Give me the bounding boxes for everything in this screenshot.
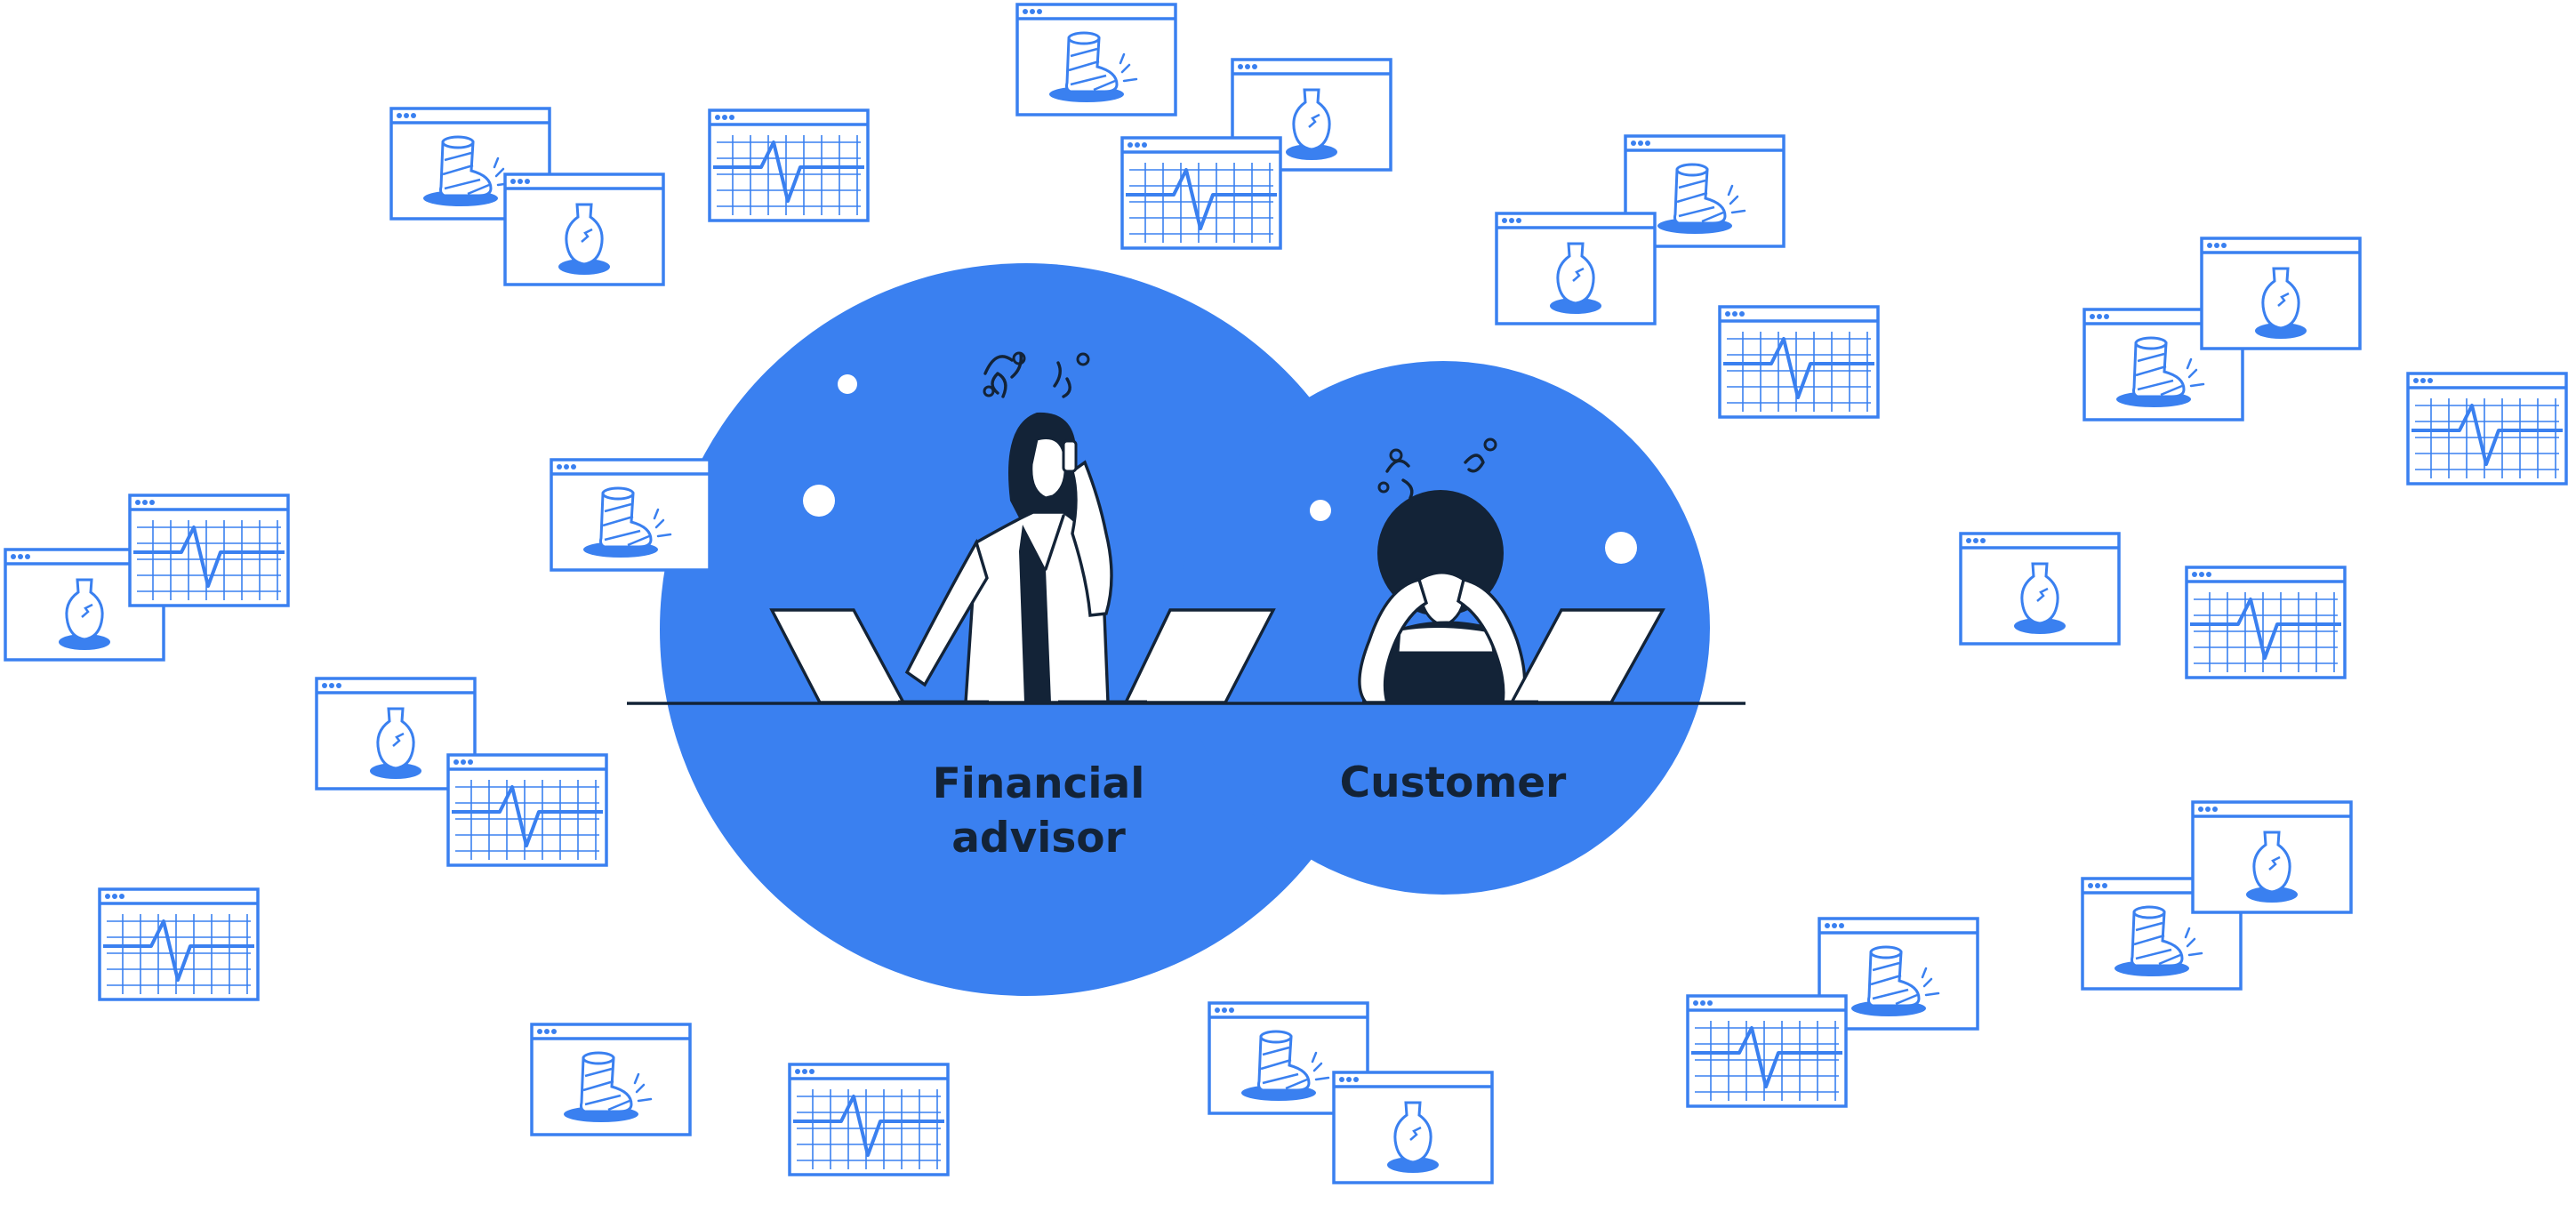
pulse-window-10 — [128, 494, 290, 607]
pulse-window-3 — [1718, 305, 1880, 419]
pulse-window-4 — [2406, 372, 2568, 486]
bubble — [1605, 532, 1637, 564]
financial-advisor-figure — [769, 351, 1276, 705]
customer-figure — [1358, 437, 1665, 705]
vase-window-3 — [1495, 212, 1657, 325]
customer-label: Customer — [1340, 759, 1568, 807]
pulse-window-2 — [1120, 136, 1282, 250]
pulse-window-8 — [98, 887, 260, 1001]
leg-window-2 — [1015, 3, 1177, 116]
vase-window-5 — [1959, 532, 2121, 646]
pulse-window-9 — [446, 753, 608, 867]
financial-advisor-label-line2: advisor — [951, 814, 1126, 863]
vase-window-6 — [2191, 800, 2353, 914]
pulse-window-6 — [1686, 994, 1848, 1108]
vase-window-1 — [503, 173, 665, 286]
financial-advisor-label-line1: Financial — [933, 759, 1145, 808]
leg-window-overlap — [550, 458, 711, 572]
vase-window-4 — [2200, 237, 2362, 350]
pulse-window-7 — [788, 1063, 950, 1176]
leg-window-8 — [530, 1023, 692, 1136]
bubble — [803, 485, 835, 517]
bubble — [1310, 500, 1331, 521]
pulse-window-1 — [708, 108, 870, 222]
bubble — [838, 374, 857, 394]
pulse-window-5 — [2185, 566, 2347, 679]
vase-window-7 — [1332, 1071, 1494, 1184]
